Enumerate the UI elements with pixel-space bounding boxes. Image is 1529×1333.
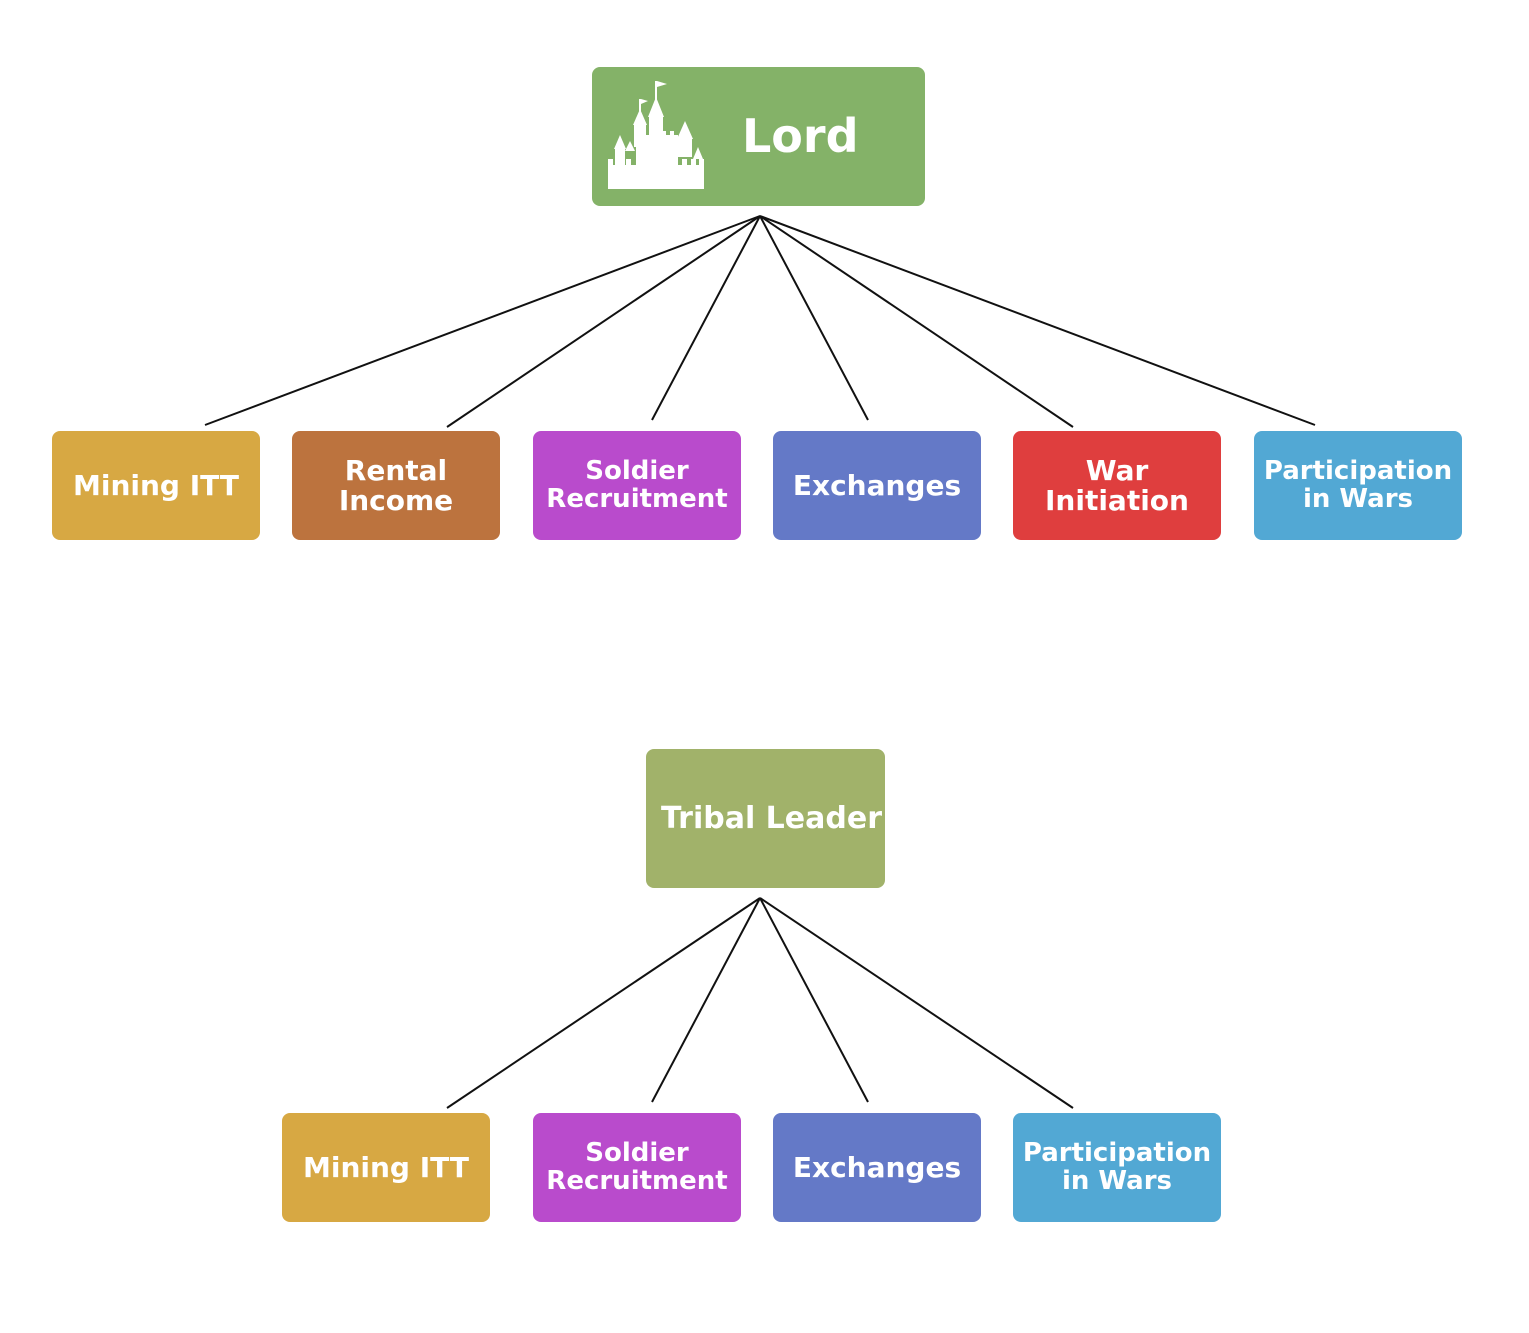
lord-connector-soldier-recruitment [651, 215, 761, 421]
lord-connector-war-initiation [759, 215, 1074, 428]
tribal-leader-node: Tribal Leader [646, 749, 885, 888]
lord-connector-mining-itt [204, 215, 761, 426]
lord-mining-itt-node: Mining ITT [52, 431, 260, 540]
lord-mining-itt-label: Mining ITT [73, 468, 239, 502]
lord-title: Lord [742, 109, 859, 163]
tribal-participation-in-wars-label: Participation in Wars [1022, 1138, 1212, 1196]
tribal-soldier-recruitment-label: Soldier Recruitment [546, 1138, 728, 1196]
tribal-mining-itt-node: Mining ITT [282, 1113, 490, 1222]
lord-connector-participation-in-wars [759, 215, 1316, 426]
tribal-mining-itt-label: Mining ITT [303, 1150, 469, 1184]
tribal-leader-title: Tribal Leader [660, 800, 882, 836]
tribal-connector-soldier-recruitment [651, 897, 761, 1103]
tribal-connector-participation-in-wars [759, 897, 1074, 1109]
tribal-connector-exchanges [759, 897, 869, 1103]
tribal-participation-in-wars-node: Participation in Wars [1013, 1113, 1221, 1222]
tribal-connector-mining-itt [446, 897, 761, 1109]
lord-node: Lord [592, 67, 925, 206]
lord-war-initiation-label: War Initiation [1045, 454, 1189, 517]
lord-war-initiation-node: War Initiation [1013, 431, 1221, 540]
lord-exchanges-label: Exchanges [792, 468, 962, 502]
lord-exchanges-node: Exchanges [773, 431, 981, 540]
lord-participation-in-wars-node: Participation in Wars [1254, 431, 1462, 540]
tribal-exchanges-node: Exchanges [773, 1113, 981, 1222]
lord-soldier-recruitment-node: Soldier Recruitment [533, 431, 741, 540]
tribal-exchanges-label: Exchanges [792, 1150, 962, 1184]
lord-rental-income-node: Rental Income [292, 431, 500, 540]
lord-participation-in-wars-label: Participation in Wars [1263, 456, 1453, 514]
lord-connector-rental-income [446, 215, 761, 428]
tribal-soldier-recruitment-node: Soldier Recruitment [533, 1113, 741, 1222]
lord-connector-exchanges [759, 215, 869, 421]
lord-soldier-recruitment-label: Soldier Recruitment [546, 456, 728, 514]
castle-icon [608, 81, 704, 189]
lord-rental-income-label: Rental Income [338, 454, 454, 517]
